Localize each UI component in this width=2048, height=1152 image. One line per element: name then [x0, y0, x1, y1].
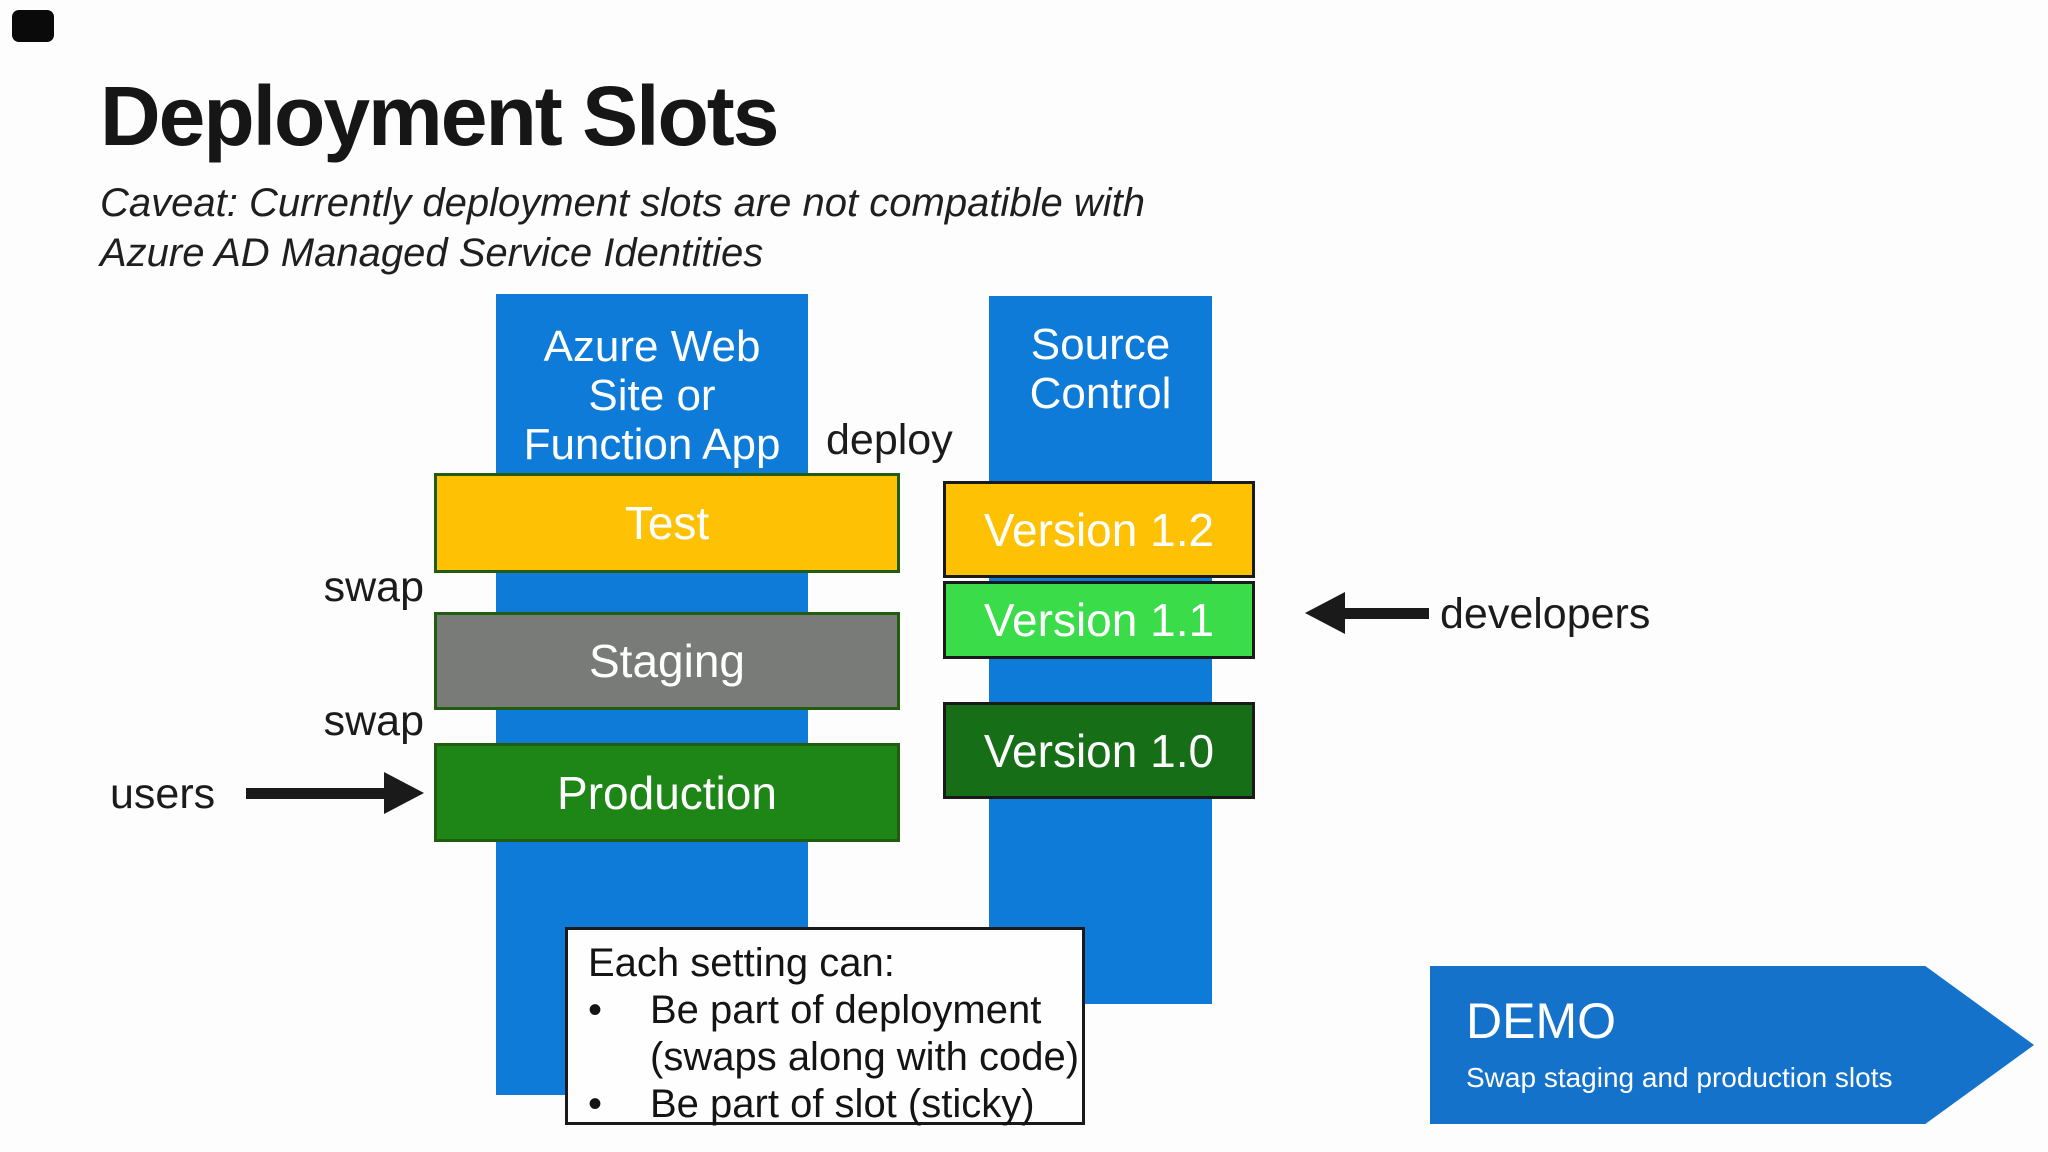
- version-1-1-label: Version 1.1: [983, 594, 1215, 646]
- version-1-1-box: Version 1.1: [943, 581, 1255, 659]
- settings-note-bullet-1-text: Be part of deployment (swaps along with …: [650, 988, 1080, 1079]
- users-arrow-shaft: [246, 788, 388, 799]
- users-label: users: [110, 770, 216, 818]
- page-title: Deployment Slots: [100, 69, 779, 163]
- bullet-icon: •: [588, 988, 603, 1032]
- deploy-label: deploy: [826, 416, 953, 464]
- users-arrow-head: [384, 772, 424, 814]
- caveat-line-1: Caveat: Currently deployment slots are n…: [100, 181, 1145, 225]
- swap-label-bottom: swap: [323, 697, 424, 745]
- top-left-badge: [12, 10, 54, 42]
- version-1-0-box: Version 1.0: [943, 702, 1255, 799]
- settings-note-bullet-2: • Be part of slot (sticky): [588, 1081, 1082, 1128]
- developers-arrow-icon: [1305, 592, 1429, 634]
- caveat-text: Caveat: Currently deployment slots are n…: [100, 178, 1145, 278]
- swap-label-top: swap: [323, 563, 424, 611]
- users-arrow-icon: [246, 772, 424, 814]
- version-1-0-label: Version 1.0: [983, 724, 1215, 777]
- version-1-2-label: Version 1.2: [983, 503, 1215, 556]
- slot-production-label: Production: [557, 766, 777, 819]
- slot-staging-label: Staging: [588, 635, 745, 687]
- developers-arrow-shaft: [1341, 608, 1429, 619]
- slot-production: Production: [434, 743, 900, 842]
- bullet-icon: •: [588, 1082, 603, 1126]
- source-control-pillar-label: Source Control: [1029, 320, 1172, 418]
- demo-title: DEMO: [1466, 993, 1616, 1049]
- app-pillar-label: Azure Web Site or Function App: [523, 322, 781, 469]
- developers-label: developers: [1440, 590, 1651, 638]
- version-1-2-box: Version 1.2: [943, 481, 1255, 578]
- developers-arrow-head: [1305, 592, 1345, 634]
- demo-subtitle: Swap staging and production slots: [1466, 1062, 1893, 1093]
- slot-test-label: Test: [624, 497, 710, 549]
- slot-staging: Staging: [434, 612, 900, 710]
- caveat-line-2: Azure AD Managed Service Identities: [100, 231, 764, 275]
- settings-note-box: Each setting can: • Be part of deploymen…: [565, 927, 1085, 1128]
- demo-callout: DEMO Swap staging and production slots: [1430, 966, 2034, 1124]
- settings-note-heading: Each setting can:: [588, 941, 895, 985]
- settings-note-bullet-1: • Be part of deployment (swaps along wit…: [588, 987, 1082, 1081]
- slot-test: Test: [434, 473, 900, 573]
- settings-note-bullet-2-text: Be part of slot (sticky): [650, 1082, 1035, 1126]
